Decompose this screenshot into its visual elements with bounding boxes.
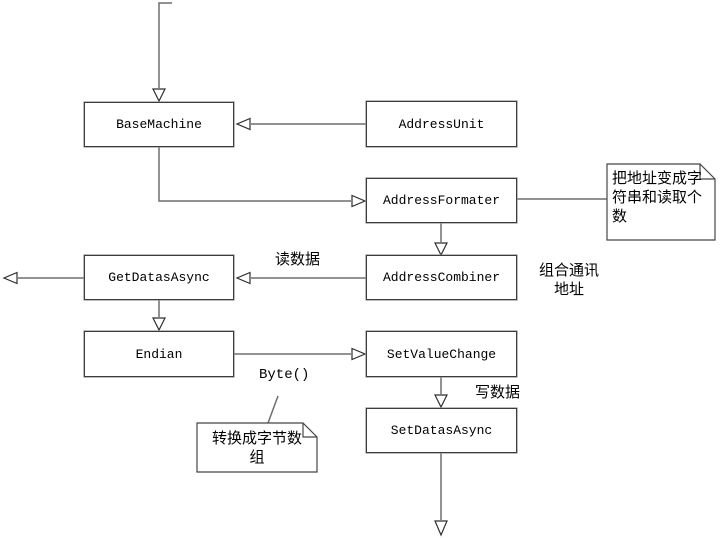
open-arrowhead-left-exit [2,271,18,285]
note-byte-anchor-line [267,395,279,424]
note-address-formater-text: 把地址变成字符串和读取个数 [612,169,703,225]
note-fold-address-formater [699,164,715,180]
node-set-value-change: SetValueChange [366,331,517,377]
edge-basemachine-to-addressformater [158,147,351,202]
note-byte-text: 转换成字节数组 [211,429,302,466]
open-arrowhead-left-basemachine [235,117,251,131]
edge-label-combine-address: 组合通讯 地址 [538,261,599,298]
note-shape-address-formater [606,163,716,241]
edge-label-read-data: 读数据 [275,250,321,268]
note-fold-byte [302,423,317,438]
edge-label-byte-call: Byte() [259,367,310,383]
node-endian: Endian [84,331,234,377]
node-set-datas-async: SetDatasAsync [366,408,517,453]
edge-start-to-basemachine [158,2,172,88]
node-get-datas-async: GetDatasAsync [84,255,234,300]
open-arrowhead-down-setdatasasync [434,394,448,409]
open-arrowhead-down-endian [152,317,166,332]
node-address-combiner: AddressCombiner [366,255,517,300]
node-address-unit: AddressUnit [366,101,517,147]
open-arrowhead-right-addressformater [351,194,367,208]
open-arrowhead-right-setvaluechange [351,347,367,361]
edge-label-write-data: 写数据 [475,383,521,401]
open-arrowhead-left-getdatasasync [235,271,251,285]
open-arrowhead-down-basemachine [152,88,166,103]
open-arrowhead-down-exit [434,520,448,537]
node-base-machine: BaseMachine [84,102,234,147]
open-arrowhead-down-addresscombiner [434,242,448,257]
note-shape-byte [196,422,318,473]
node-address-formater: AddressFormater [366,178,517,223]
